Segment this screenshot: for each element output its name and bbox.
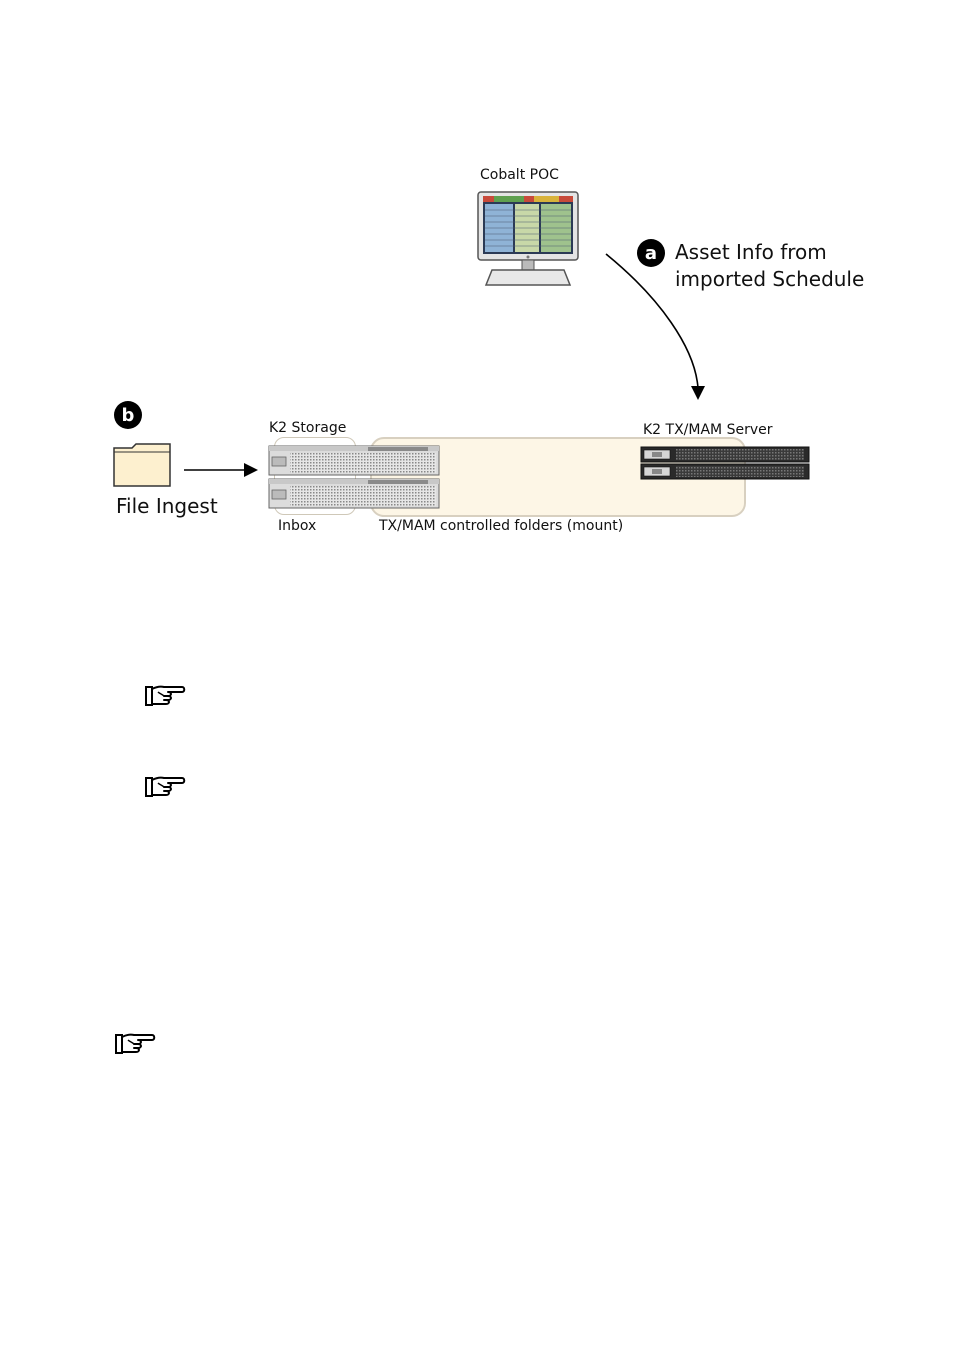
inbox-region	[274, 437, 356, 515]
inbox-label: Inbox	[278, 518, 317, 534]
pointing-hand-icon	[145, 685, 186, 706]
callout-b-badge: b	[114, 401, 142, 429]
callout-a-line1: Asset Info from	[675, 240, 827, 264]
folder-icon	[113, 443, 171, 487]
mount-label: TX/MAM controlled folders (mount)	[379, 518, 624, 534]
monitor-label: Cobalt POC	[480, 167, 559, 183]
pointing-hand-icon	[115, 1033, 156, 1054]
desktop-monitor-icon	[477, 191, 579, 286]
k2-storage-label: K2 Storage	[269, 420, 347, 436]
k2-server-label: K2 TX/MAM Server	[643, 422, 773, 438]
storage-rack-icon	[268, 445, 440, 509]
callout-a-line2: imported Schedule	[675, 267, 865, 291]
ingest-arrow	[184, 463, 258, 477]
server-rack-icon	[640, 446, 810, 480]
curved-arrow	[605, 253, 705, 400]
file-ingest-label: File Ingest	[116, 494, 218, 518]
pointing-hand-icon	[145, 776, 186, 797]
callout-a-badge: a	[637, 239, 665, 267]
